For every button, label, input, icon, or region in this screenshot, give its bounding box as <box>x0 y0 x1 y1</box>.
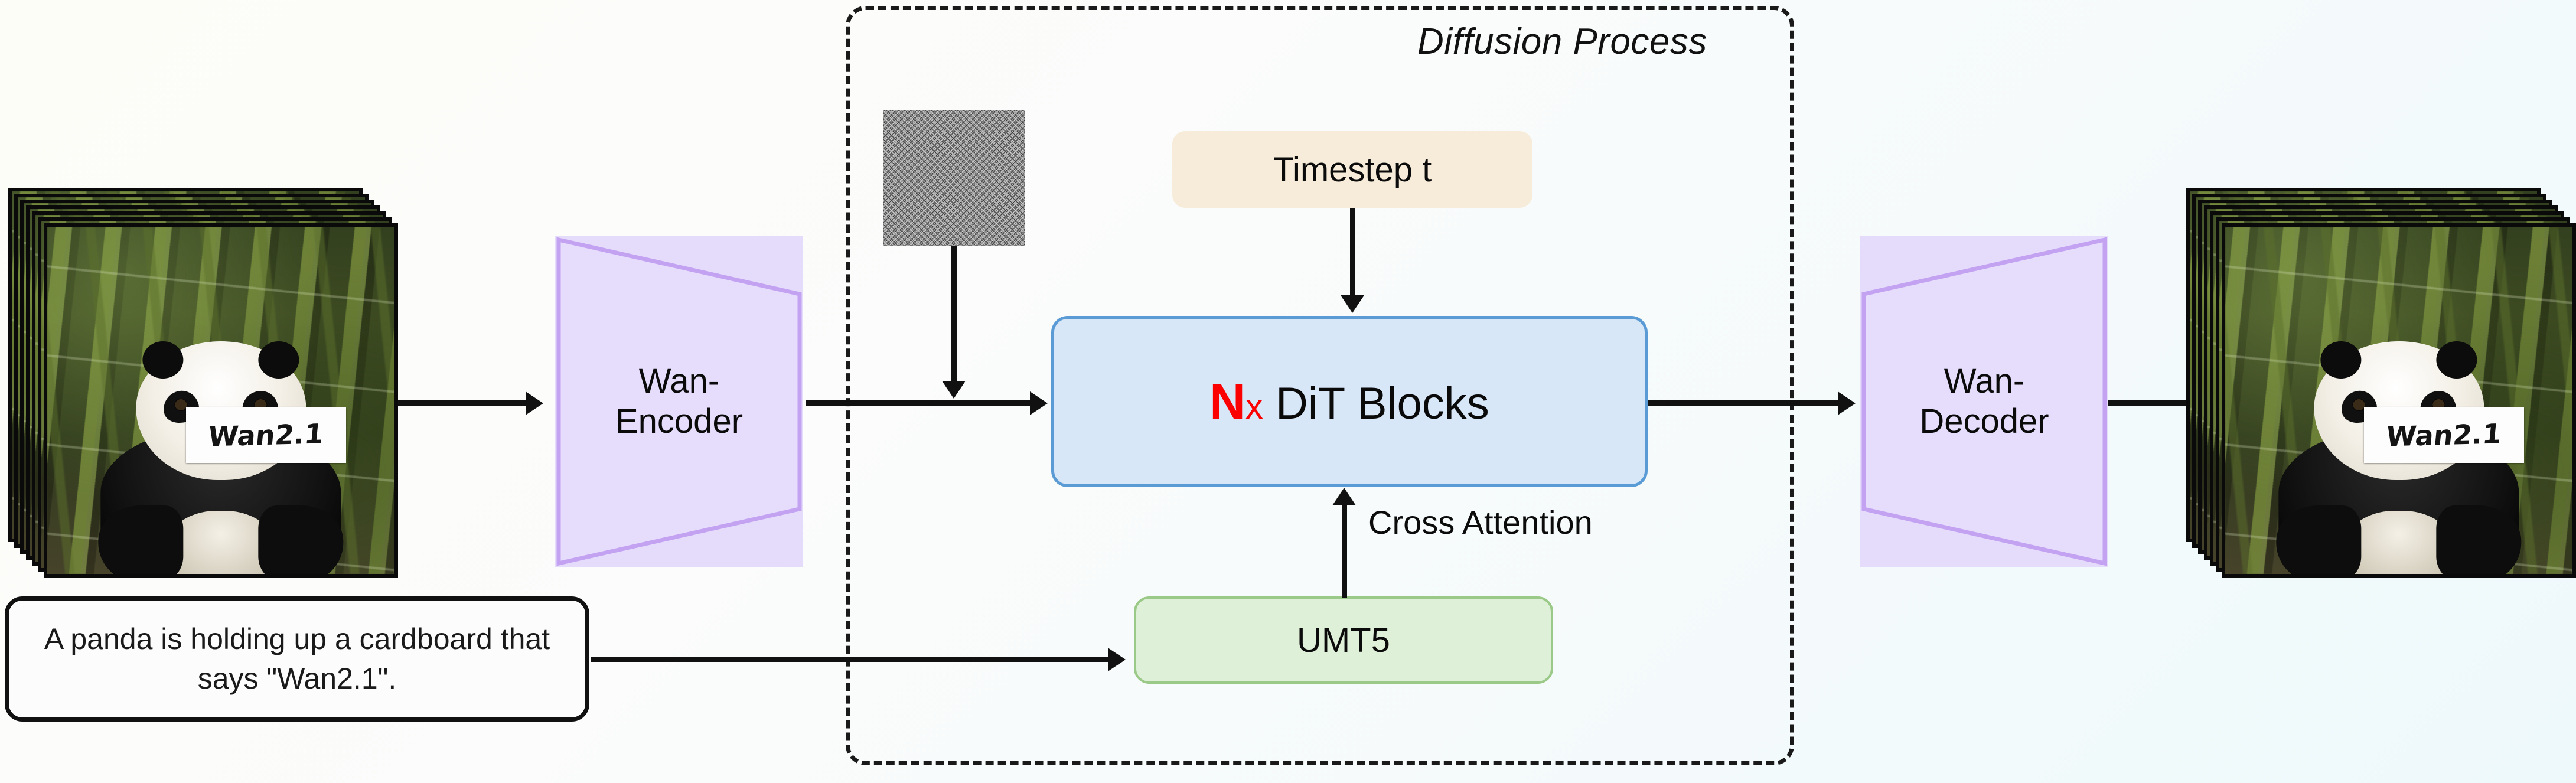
decoder-shape <box>1861 237 2107 566</box>
cross-attention-label: Cross Attention <box>1368 504 1593 541</box>
timestep-label: Timestep t <box>1273 150 1432 189</box>
diffusion-process-title: Diffusion Process <box>1417 21 1707 62</box>
encoder-label-line2: Encoder <box>615 402 744 441</box>
arrow-prompt-to-umt5 <box>591 657 1113 662</box>
video-frame: Wan2.1 <box>2222 223 2576 578</box>
arrowhead-noise-to-latent <box>942 381 966 399</box>
panda-ear-left <box>142 341 184 379</box>
panda-ear-right <box>2436 341 2477 379</box>
umt5-label: UMT5 <box>1297 621 1390 660</box>
panda-arm-left <box>98 505 184 574</box>
panda-pupil-left <box>2353 399 2365 411</box>
arrow-encoder-to-dit <box>806 400 1035 406</box>
input-video-stack: Wan2.1Wan2.1Wan2.1Wan2.1Wan2.1Wan2.1Wan2… <box>8 188 398 578</box>
diffusion-process-container <box>846 6 1794 765</box>
panda-ear-right <box>258 341 299 379</box>
arrow-dit-to-decoder <box>1648 400 1843 406</box>
cardboard-sign: Wan2.1 <box>2364 407 2524 463</box>
arrow-noise-to-latent <box>951 246 957 383</box>
arrowhead-prompt-to-umt5 <box>1108 648 1126 671</box>
panda-scene: Wan2.1 <box>2225 227 2572 574</box>
panda-ear-left <box>2320 341 2362 379</box>
dit-blocks-block[interactable]: Nx DiT Blocks <box>1051 316 1648 487</box>
arrowhead-input-to-encoder <box>526 392 543 415</box>
arrowhead-timestep-to-dit <box>1341 295 1364 313</box>
video-frame: Wan2.1 <box>44 223 398 578</box>
panda-scene: Wan2.1 <box>47 227 394 574</box>
decoder-label-line1: Wan- <box>1944 361 2025 400</box>
encoder-shape <box>556 237 802 566</box>
arrowhead-dit-to-decoder <box>1838 392 1856 415</box>
arrow-input-to-encoder <box>383 400 530 406</box>
prompt-text: A panda is holding up a cardboard that s… <box>44 622 550 696</box>
panda-pupil-left <box>175 399 187 411</box>
encoder-label-group: Wan- Encoder <box>555 236 803 567</box>
arrowhead-encoder-to-dit <box>1030 392 1048 415</box>
panda-arm-right <box>2436 505 2522 574</box>
dit-times-symbol: x <box>1245 386 1263 426</box>
decoder-label-line2: Decoder <box>1919 402 2049 441</box>
wan-encoder-block[interactable]: Wan- Encoder <box>555 236 803 567</box>
cardboard-sign-text: Wan2.1 <box>207 417 325 453</box>
wan-decoder-block[interactable]: Wan- Decoder <box>1860 236 2108 567</box>
panda-arm-right <box>258 505 344 574</box>
dit-repeat-count: N <box>1209 373 1245 429</box>
timestep-block[interactable]: Timestep t <box>1172 131 1532 208</box>
arrow-umt5-to-dit <box>1342 505 1347 598</box>
dit-label: DiT Blocks <box>1276 378 1489 429</box>
output-video-stack: Wan2.1Wan2.1Wan2.1Wan2.1Wan2.1Wan2.1Wan2… <box>2186 188 2576 578</box>
cardboard-sign-text: Wan2.1 <box>2385 417 2503 453</box>
arrowhead-umt5-to-dit <box>1332 488 1356 505</box>
arrow-decoder-to-output <box>2108 400 2212 406</box>
cardboard-sign: Wan2.1 <box>186 407 346 463</box>
panda-figure <box>96 331 345 574</box>
prompt-input-box[interactable]: A panda is holding up a cardboard that s… <box>5 596 589 722</box>
umt5-text-encoder-block[interactable]: UMT5 <box>1134 596 1553 684</box>
gaussian-noise-patch <box>883 110 1025 246</box>
dit-label-group: Nx DiT Blocks <box>1209 373 1489 430</box>
panda-arm-left <box>2276 505 2362 574</box>
encoder-label-line1: Wan- <box>638 361 720 400</box>
arrow-timestep-to-dit <box>1350 208 1355 298</box>
decoder-label-group: Wan- Decoder <box>1860 236 2108 567</box>
